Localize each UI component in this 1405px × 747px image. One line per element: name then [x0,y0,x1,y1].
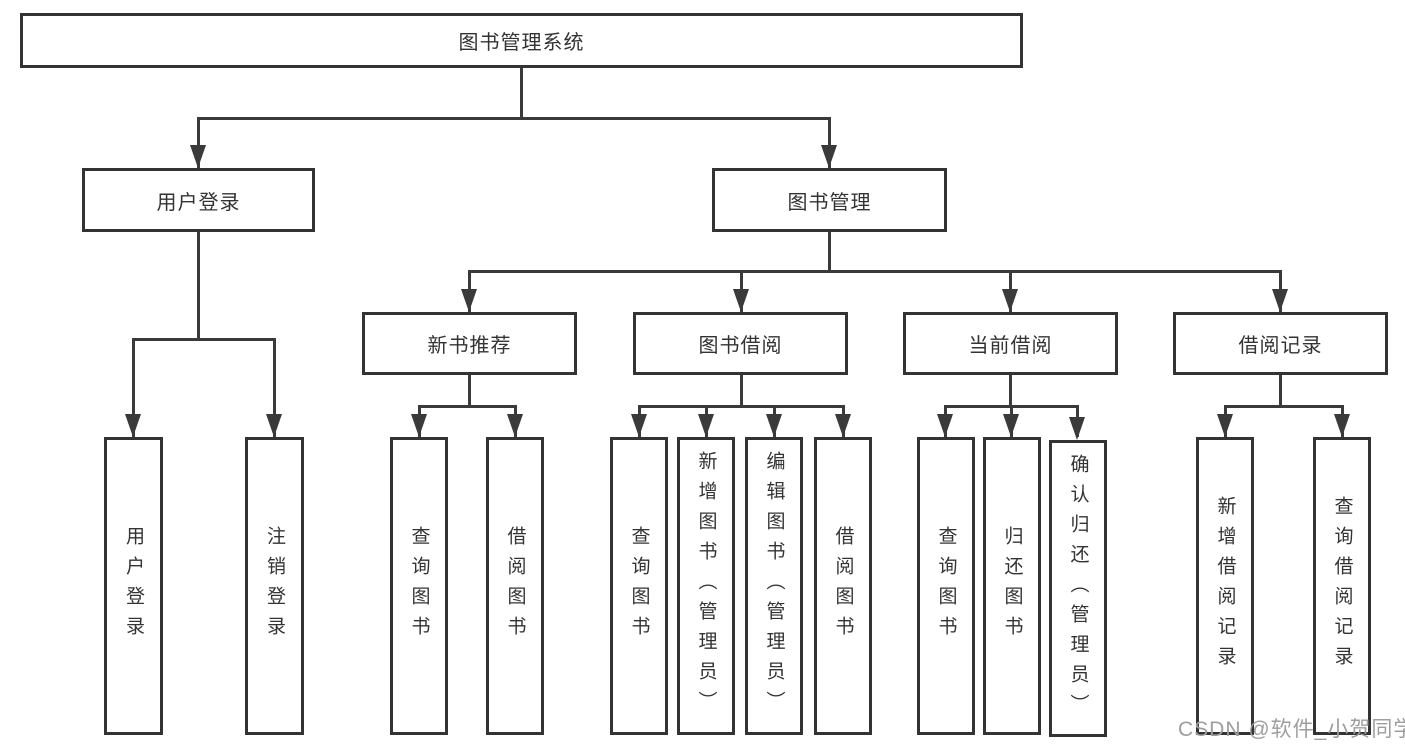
leaf-borrow-query-books-label: 查询图书 [628,526,650,646]
connector-line [1279,375,1282,406]
connector-line [418,405,517,408]
leaf-borrow-borrow-books-label: 借阅图书 [832,526,854,646]
leaf-borrow-add-books-admin-label: 新增图书（管理员） [695,451,717,721]
node-borrow-records-label: 借阅记录 [1238,335,1323,357]
watermark: CSDN @软件_小贺同学 [1178,718,1405,741]
node-root: 图书管理系统 [20,13,1023,68]
arrow-down-icon [1003,414,1019,437]
leaf-logout-login: 注销登录 [245,437,304,735]
leaf-borrow-edit-books-admin-label: 编辑图书（管理员） [763,451,785,721]
leaf-user-login: 用户登录 [104,437,163,735]
connector-line [273,338,276,437]
leaf-current-confirm-return-admin-label: 确认归还（管理员） [1067,453,1089,724]
arrow-down-icon [766,414,782,437]
leaf-current-confirm-return-admin: 确认归还（管理员） [1049,440,1107,737]
arrow-down-icon [461,289,477,312]
arrow-down-icon [1334,414,1350,437]
node-current-borrow: 当前借阅 [903,312,1118,375]
node-book-borrow-label: 图书借阅 [698,335,783,357]
connector-line [197,117,200,168]
arrow-down-icon [1069,417,1085,440]
leaf-newbook-query-books-label: 查询图书 [408,526,430,646]
arrow-down-icon [266,414,282,437]
arrow-down-icon [190,145,206,168]
connector-line [197,232,200,339]
leaf-user-login-label: 用户登录 [123,526,144,646]
arrow-down-icon [631,414,647,437]
arrow-down-icon [835,414,851,437]
arrow-down-icon [821,145,837,168]
arrow-down-icon [507,414,523,437]
leaf-current-return-books: 归还图书 [983,437,1041,735]
connector-line [638,405,845,408]
leaf-current-query-books: 查询图书 [917,437,975,735]
node-borrow-records: 借阅记录 [1173,312,1388,375]
node-user-login-label: 用户登录 [156,191,241,214]
node-book-borrow: 图书借阅 [633,312,848,375]
leaf-current-return-books-label: 归还图书 [1001,526,1023,646]
leaf-logout-login-label: 注销登录 [264,526,285,646]
leaf-newbook-borrow-books-label: 借阅图书 [504,526,526,646]
leaf-borrow-add-books-admin: 新增图书（管理员） [677,437,735,735]
arrow-down-icon [125,414,141,437]
connector-line [520,68,523,118]
connector-line [132,338,276,341]
leaf-records-query-record: 查询借阅记录 [1313,437,1371,735]
arrow-down-icon [698,414,714,437]
leaf-borrow-borrow-books: 借阅图书 [814,437,872,735]
connector-line [828,232,831,271]
node-current-borrow-label: 当前借阅 [968,335,1053,357]
arrow-down-icon [1217,414,1233,437]
node-book-management: 图书管理 [712,168,947,232]
node-new-book-recommend: 新书推荐 [362,312,577,375]
arrow-down-icon [411,414,427,437]
connector-line [197,117,831,120]
leaf-records-add-record: 新增借阅记录 [1196,437,1254,735]
node-book-management-label: 图书管理 [787,191,872,214]
connector-line [468,375,471,406]
leaf-current-query-books-label: 查询图书 [935,526,957,646]
connector-line [468,270,1282,273]
connector-line [740,375,743,406]
connector-line [132,338,135,437]
arrow-down-icon [733,289,749,312]
leaf-borrow-query-books: 查询图书 [610,437,668,735]
node-root-label: 图书管理系统 [458,32,585,54]
leaf-records-add-record-label: 新增借阅记录 [1214,496,1236,676]
leaf-newbook-borrow-books: 借阅图书 [486,437,544,735]
arrow-down-icon [937,414,953,437]
leaf-newbook-query-books: 查询图书 [390,437,448,735]
connector-line [1224,405,1344,408]
node-user-login: 用户登录 [82,168,315,232]
connector-line [828,117,831,168]
arrow-down-icon [1272,289,1288,312]
node-new-book-recommend-label: 新书推荐 [427,335,512,357]
leaf-borrow-edit-books-admin: 编辑图书（管理员） [745,437,803,735]
arrow-down-icon [1002,289,1018,312]
leaf-records-query-record-label: 查询借阅记录 [1331,496,1353,676]
connector-line [1009,375,1012,406]
